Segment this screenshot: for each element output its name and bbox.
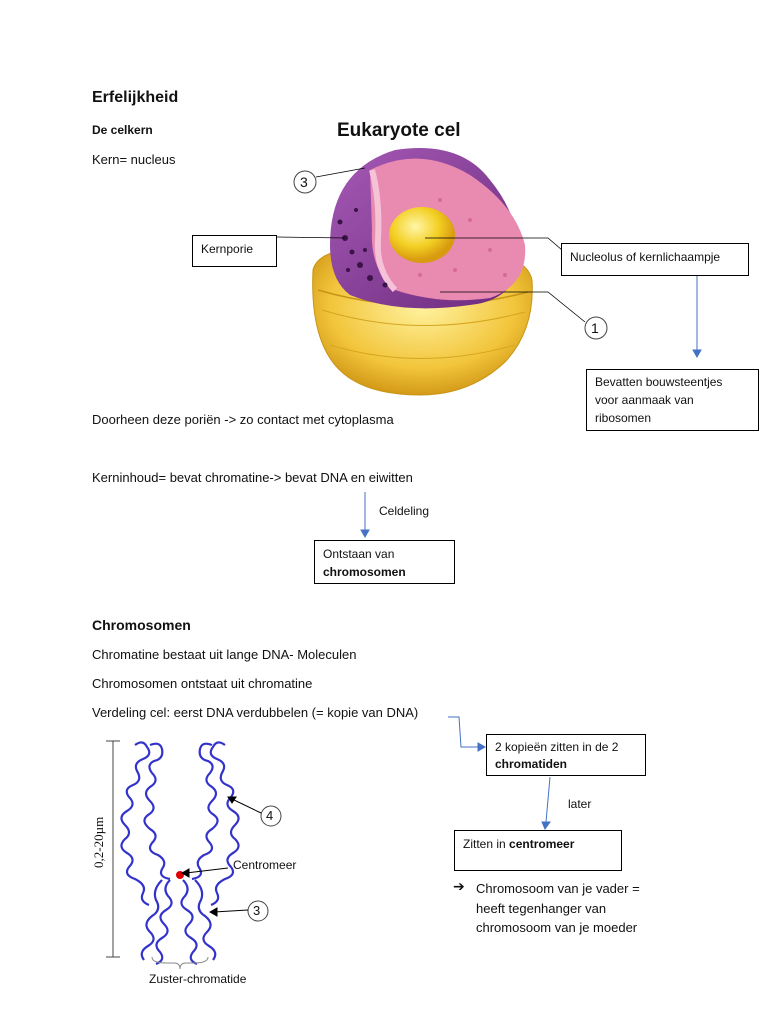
chromosomen-line-1: Chromatine bestaat uit lange DNA- Molecu… [92, 647, 357, 662]
subheading-celkern: De celkern [92, 123, 153, 137]
bevatten-line-1: Bevatten bouwsteentjes [595, 375, 723, 389]
figure-title: Eukaryote cel [337, 120, 461, 141]
scale-label: 0,2-20µm [91, 816, 106, 868]
kerninhoud-line: Kerninhoud= bevat chromatine-> bevat DNA… [92, 470, 413, 485]
kernporie-label: Kernporie [201, 242, 254, 256]
bevatten-line-2: voor aanmaak van [595, 393, 694, 407]
label-1: 1 [591, 320, 599, 336]
zuster-label: Zuster-chromatide [149, 972, 247, 986]
label-3b-circle [247, 900, 269, 922]
ontstaan-text: Ontstaan van [323, 547, 395, 561]
later-label: later [568, 797, 592, 811]
label-3-chromosome: 3 [253, 903, 261, 918]
bevatten-line-3: ribosomen [595, 411, 652, 425]
chromosomen-line-3: Verdeling cel: eerst DNA verdubbelen (= … [92, 705, 419, 720]
vader-text: Chromosoom van je vader = heeft tegenhan… [476, 879, 640, 938]
zitten-text: Zitten in [463, 837, 506, 851]
kopie-box: 2 kopieën zitten in de 2 chromatiden [486, 734, 646, 776]
label-4-circle [260, 805, 282, 827]
nucleolus-shape [389, 207, 455, 263]
bevatten-box: Bevatten bouwsteentjes voor aanmaak van … [586, 369, 759, 431]
subheading-chromosomen: Chromosomen [92, 617, 191, 633]
zitten-box: Zitten in centromeer [454, 830, 622, 871]
arrow-right-icon: ➔ [453, 878, 465, 894]
ontstaan-bold: chromosomen [323, 565, 406, 579]
page-title: Erfelijkheid [92, 89, 179, 106]
chromosomen-line-2: Chromosomen ontstaat uit chromatine [92, 676, 313, 691]
label-1-circle [584, 316, 608, 340]
kopie-text: 2 kopieën zitten in de 2 [495, 740, 619, 754]
nucleolus-label: Nucleolus of kernlichaampje [570, 250, 721, 264]
vader-line-1: Chromosoom van je vader = [476, 881, 640, 896]
vader-line-3: chromosoom van je moeder [476, 920, 638, 935]
label-4: 4 [266, 808, 274, 823]
centromeer-label: Centromeer [233, 858, 297, 872]
kernporie-box: Kernporie [192, 235, 277, 267]
kopie-bold: chromatiden [495, 757, 568, 771]
ontstaan-box: Ontstaan van chromosomen [314, 540, 455, 584]
chromosome-shape [120, 741, 240, 966]
label-3-circle [293, 170, 317, 194]
zitten-bold: centromeer [509, 837, 575, 851]
label-3: 3 [300, 174, 308, 190]
celdeling-label: Celdeling [379, 504, 430, 518]
nucleolus-box: Nucleolus of kernlichaampje [561, 243, 749, 276]
vader-line-2: heeft tegenhanger van [476, 900, 607, 916]
kern-line: Kern= nucleus [92, 152, 176, 167]
nuclear-pores [337, 208, 388, 288]
porien-line: Doorheen deze poriën -> zo contact met c… [92, 412, 394, 427]
